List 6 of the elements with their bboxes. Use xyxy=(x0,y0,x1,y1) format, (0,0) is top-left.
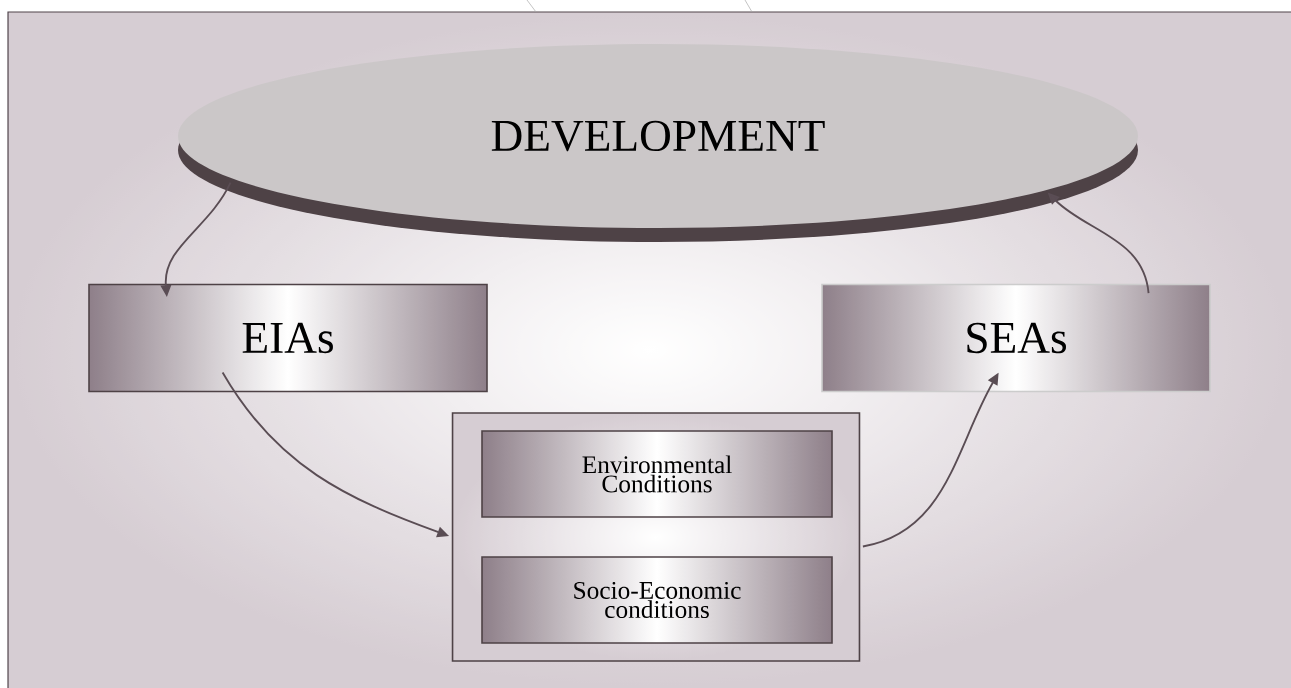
process-box: EIAs xyxy=(88,283,488,393)
process-box: SEAs xyxy=(821,283,1211,393)
ellipse-node: DEVELOPMENT xyxy=(178,44,1138,242)
process-box: Environmental Conditions xyxy=(481,430,833,518)
group-box xyxy=(451,412,861,662)
process-box: Socio-Economic conditions xyxy=(481,556,833,644)
